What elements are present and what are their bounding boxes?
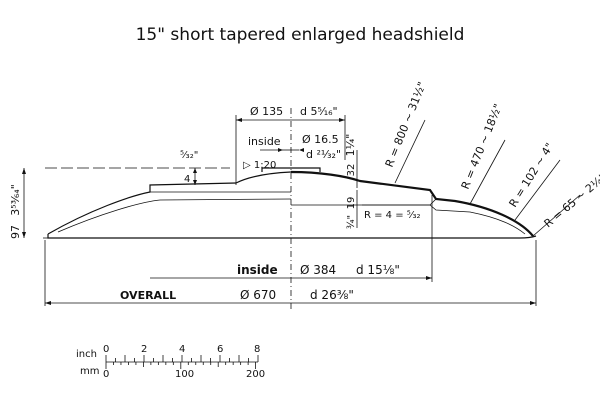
inside-bottom-mm: Ø 384 xyxy=(300,263,336,277)
step2-in: ¾" xyxy=(346,215,357,229)
radius-2: R = 470 ~ 18½" xyxy=(459,102,505,191)
inch-tick-4: 4 xyxy=(179,344,185,355)
inch-tick-6: 6 xyxy=(217,344,223,355)
radius-4: R = 65 ~ 2¼" xyxy=(542,171,600,230)
inside-dia-mm: Ø 16.5 xyxy=(302,133,339,146)
inside-bottom-diameter-dim: inside Ø 384 d 15⅛" xyxy=(150,195,433,282)
mm-tick-0: 0 xyxy=(103,369,109,380)
taper-label: ▷ 1:20 xyxy=(243,160,276,171)
inch-tick-8: 8 xyxy=(254,344,260,355)
inch-ticks xyxy=(105,355,259,362)
total-height-mm: 97 xyxy=(9,225,22,239)
radius-small-callout: R = 4 = ⁵⁄₃₂ xyxy=(362,198,437,221)
step-height-dim: 32 1¼" xyxy=(344,134,358,188)
step2-mm: 19 xyxy=(346,197,357,210)
step2-height-dim: 19 ¾" xyxy=(346,190,358,229)
radius-3-callout: R = 102 ~ 4" xyxy=(507,141,561,221)
inch-tick-0: 0 xyxy=(103,344,109,355)
inside-dia-in: d ²¹⁄₃₂" xyxy=(306,148,341,161)
overall-label: OVERALL xyxy=(120,289,176,302)
small-height-mm: 4 xyxy=(184,174,190,185)
radius-1: R = 800 ~ 31½" xyxy=(383,80,429,169)
mm-tick-200: 200 xyxy=(246,369,265,380)
overall-diameter-dim: OVERALL Ø 670 d 26⅜" xyxy=(44,240,537,306)
top-dia-in: d 5⁵⁄₁₆" xyxy=(300,105,338,118)
inside-label-top: inside xyxy=(248,135,281,148)
inside-top-diameter-dim: inside Ø 16.5 d ²¹⁄₃₂" xyxy=(248,133,341,161)
scale-inch-label: inch xyxy=(76,349,97,360)
step-mm: 32 xyxy=(346,164,357,177)
small-height-dim: ⁵⁄₃₂" 4 xyxy=(180,150,198,185)
overall-mm: Ø 670 xyxy=(240,288,276,302)
inside-label-bottom: inside xyxy=(237,263,278,277)
radius-1-callout: R = 800 ~ 31½" xyxy=(383,80,429,184)
drawing-title: 15" short tapered enlarged headshield xyxy=(136,25,465,45)
radius-4-callout: R = 65 ~ 2¼" xyxy=(532,171,600,237)
inside-bottom-in: d 15⅛" xyxy=(356,263,400,277)
small-height-in: ⁵⁄₃₂" xyxy=(180,150,198,161)
top-diameter-dim: Ø 135 d 5⁵⁄₁₆" xyxy=(235,105,346,185)
radius-2-callout: R = 470 ~ 18½" xyxy=(459,102,506,205)
scale-mm-label: mm xyxy=(80,366,99,377)
total-height-in: 3⁵³⁄₆₄" xyxy=(9,184,22,216)
top-dia-mm: Ø 135 xyxy=(250,105,283,118)
total-height-dim: 3⁵³⁄₆₄" 97 xyxy=(9,168,26,239)
overall-in: d 26⅜" xyxy=(310,288,354,302)
step-in: 1¼" xyxy=(344,134,357,157)
scale-bar: inch mm 0 2 4 6 8 0 100 200 xyxy=(76,344,265,380)
inch-tick-2: 2 xyxy=(141,344,147,355)
mm-ticks xyxy=(105,362,257,369)
radius-small: R = 4 = ⁵⁄₃₂ xyxy=(364,210,420,221)
mm-tick-100: 100 xyxy=(175,369,194,380)
